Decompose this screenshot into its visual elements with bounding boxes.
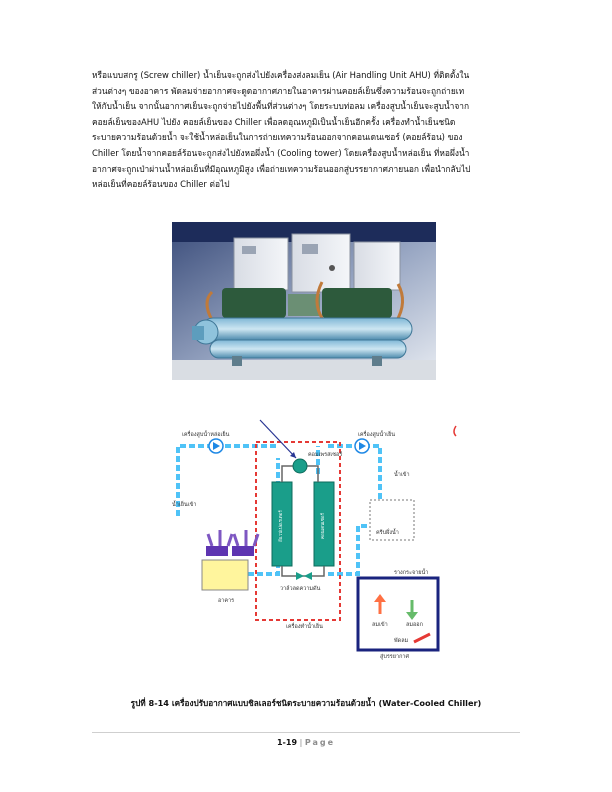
chilled-water-loop [176,444,276,516]
body-line: Chiller โดยน้ำจากคอยล์ร้อนจะถูกส่งไปยังห… [92,147,470,158]
chilled-water-return [248,458,280,576]
condenser-label: คอนเดนเซอร์ [319,512,326,539]
footer-divider [92,732,520,733]
outside-label: สู่บรรยากาศ [380,653,409,660]
chilled-water-label: น้ำเย็นเข้า [172,500,196,508]
figure-caption: รูปที่ 8-14 เครื่องปรับอากาศแบบชิลเลอร์ช… [130,698,482,708]
footer-page-word: Page [304,738,336,747]
chiller-system-diagram: อีแวปเปอเรเตอร์ คอนเดนเซอร์ คอมเพรสเซอร์… [172,419,457,660]
footer-separator: | [299,738,303,747]
air-in-label: ลมเข้า [372,621,388,628]
water-dist-label: รางกระจายน้ำ [394,568,428,576]
chilled-pump-label: เครื่องสูบน้ำหล่อเย็น [182,430,230,438]
page-footer: 1-19 | Page [0,738,612,747]
chiller-box-label: เครื่องทำน้ำเย็น [286,622,323,630]
compressor-label: คอมเพรสเซอร์ [308,451,342,458]
building-load [201,530,260,591]
fill-media [369,499,415,541]
building-label: อาคาร [218,598,234,604]
body-paragraph: หรือแบบสกรู (Screw chiller) น้ำเย็นจะถูก… [92,68,522,193]
condenser-water-return [328,524,370,576]
evaporator-label: อีแวปเปอเรเตอร์ [277,510,284,542]
body-line: คอยล์เย็นของAHU ไปยัง คอยล์เย็นของ Chill… [92,116,456,127]
fill-label: ครีบผึ่งน้ำ [376,528,399,536]
page-number: 1-19 [276,738,298,747]
expansion-valve-label: วาล์วลดความดัน [280,585,321,592]
fan-label: พัดลม [394,637,409,644]
compressor-icon [292,458,308,474]
body-line: อากาศจะถูกเป่าผ่านน้ำหล่อเย็นที่มีอุณหภู… [92,163,471,174]
body-line: ให้กับน้ำเย็น จากนั้นอากาศเย็นจะถูกจ่ายไ… [92,101,470,112]
water-in-label: น้ำเข้า [394,470,410,478]
cooling-pump-label: เครื่องสูบน้ำเย็น [358,430,395,438]
air-out-label: ลมออก [406,622,423,628]
body-line: หล่อเย็นที่คอยล์ร้อนของ Chiller ต่อไป [92,179,230,190]
chiller-boundary [255,441,341,621]
body-line: หรือแบบสกรู (Screw chiller) น้ำเย็นจะถูก… [92,70,470,80]
cooling-tower-frame [356,576,440,652]
expansion-valve-icon [296,572,304,580]
body-line: ระบายความร้อนด้วยน้ำ จะใช้น้ำหล่อเย็นในก… [92,132,463,143]
chiller-photo [172,222,436,380]
body-line: ส่วนต่างๆ ของอาคาร พัดลมจ่ายอากาศจะดูดอา… [92,85,465,96]
